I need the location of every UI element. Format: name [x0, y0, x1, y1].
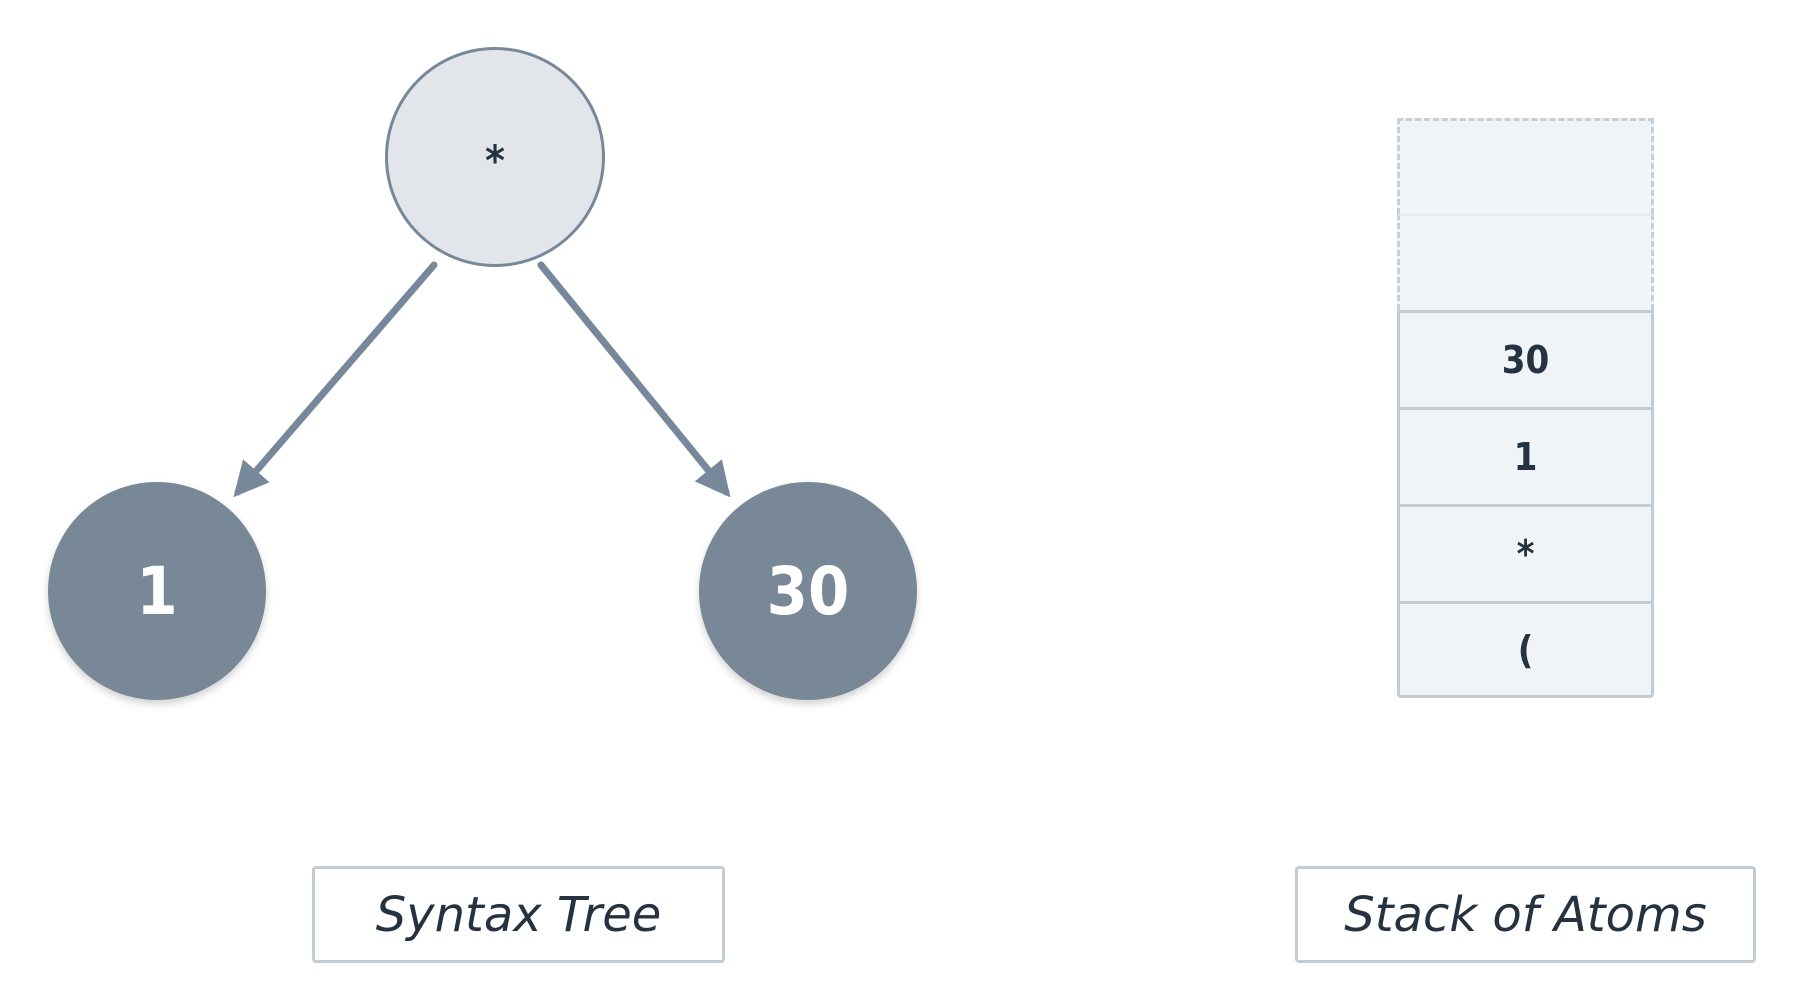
tree-root-node: * — [385, 47, 605, 267]
syntax-tree-caption: Syntax Tree — [312, 866, 725, 963]
syntax-tree-caption-text: Syntax Tree — [375, 886, 662, 943]
stack-caption: Stack of Atoms — [1295, 866, 1756, 963]
stack-item: 30 — [1397, 310, 1654, 407]
tree-right-leaf-node: 30 — [699, 482, 917, 700]
tree-left-leaf-label: 1 — [136, 552, 178, 630]
stack-caption-text: Stack of Atoms — [1344, 886, 1707, 943]
edge-root-to-right — [537, 261, 731, 498]
stack-empty-slot — [1397, 214, 1654, 310]
tree-root-label: * — [485, 135, 505, 185]
tree-right-leaf-label: 30 — [766, 552, 850, 630]
stack-empty-slot — [1397, 118, 1654, 214]
stack-item: 1 — [1397, 407, 1654, 504]
tree-left-leaf-node: 1 — [48, 482, 266, 700]
stack-item: * — [1397, 504, 1654, 601]
stack-item: ( — [1397, 601, 1654, 698]
edge-root-to-left — [233, 261, 438, 498]
atom-stack: 30 1 * ( — [1397, 118, 1654, 698]
